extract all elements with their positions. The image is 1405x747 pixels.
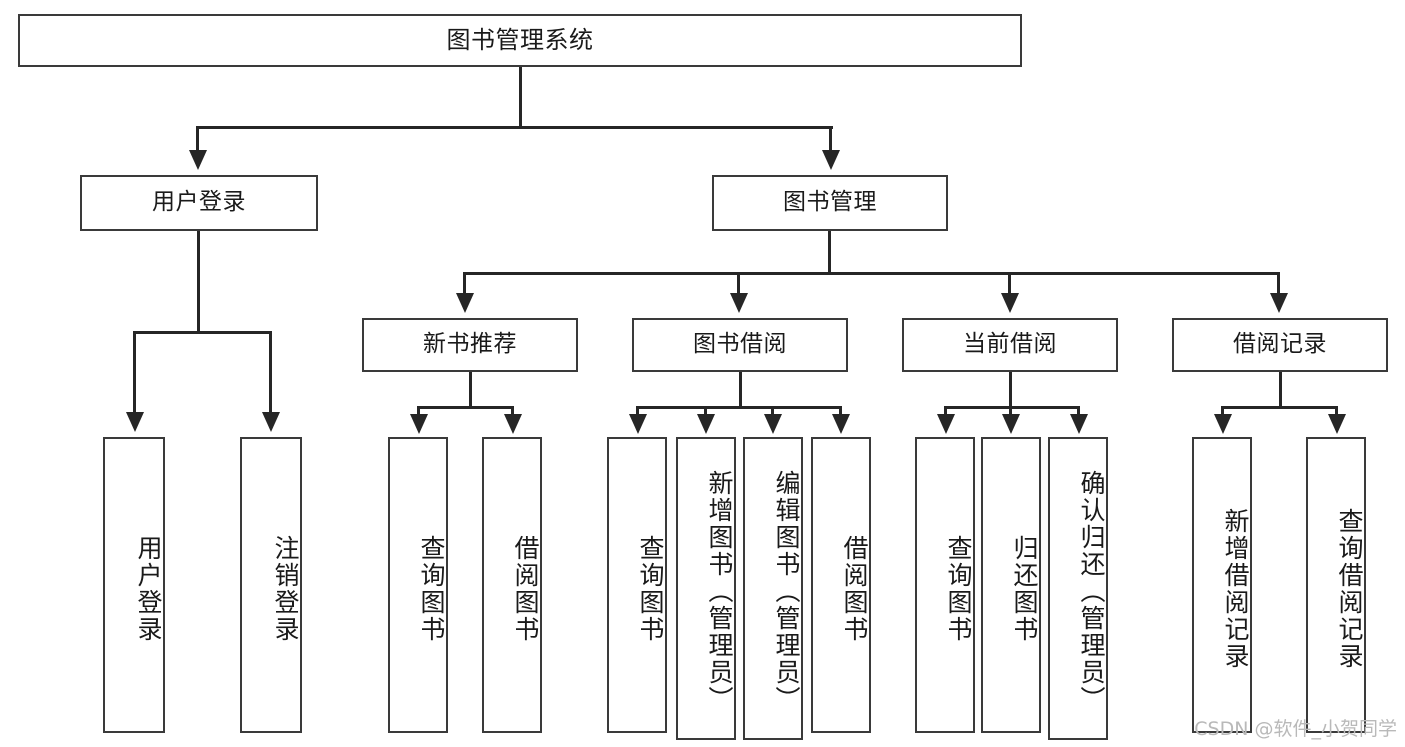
connector-bookborrow-trunk: [739, 372, 742, 408]
leaf-query-borrow-record[interactable]: 查询借阅记录: [1306, 437, 1366, 733]
arrowhead-bookborrow-child-1: [629, 414, 647, 434]
leaf-query-book-recommend[interactable]: 查询图书: [388, 437, 448, 733]
connector-currentborrow-child-2: [1009, 406, 1012, 418]
connector-bookborrow-child-2: [704, 406, 707, 418]
leaf-add-borrow-record[interactable]: 新增借阅记录: [1192, 437, 1252, 733]
arrowhead-borrowrecord-child-1: [1214, 414, 1232, 434]
arrowhead-borrowrecord-child-2: [1328, 414, 1346, 434]
arrowhead-newbook-child-2: [504, 414, 522, 434]
node-new-book-recommend[interactable]: 新书推荐: [362, 318, 578, 372]
node-book-management[interactable]: 图书管理: [712, 175, 948, 231]
arrowhead-user-login-child-1: [126, 412, 144, 432]
leaf-label: 新增图书（管理员）: [705, 470, 734, 713]
leaf-query-book-borrow[interactable]: 查询图书: [607, 437, 667, 733]
connector-currentborrow-trunk: [1009, 372, 1012, 408]
connector-bookborrow-child-3: [771, 406, 774, 418]
connector-currentborrow-child-3: [1077, 406, 1080, 418]
arrowhead-book-mgmt-child-4: [1270, 293, 1288, 313]
leaf-label: 归还图书: [1010, 535, 1039, 643]
leaf-add-book-admin[interactable]: 新增图书（管理员）: [676, 437, 736, 740]
connector-borrowrecord-trunk: [1279, 372, 1282, 408]
leaf-borrow-book-recommend[interactable]: 借阅图书: [482, 437, 542, 733]
connector-root-to-user-login: [196, 126, 199, 154]
arrowhead-currentborrow-child-2: [1002, 414, 1020, 434]
arrowhead-bookborrow-child-3: [764, 414, 782, 434]
connector-book-mgmt-bar: [463, 272, 1280, 275]
connector-root-to-book-mgmt: [829, 126, 832, 154]
connector-user-login-child-1: [133, 331, 136, 415]
leaf-borrow-book[interactable]: 借阅图书: [811, 437, 871, 733]
connector-root-trunk: [519, 67, 522, 128]
connector-bookborrow-child-1: [636, 406, 639, 418]
node-root-system[interactable]: 图书管理系统: [18, 14, 1022, 67]
leaf-label: 查询图书: [636, 535, 665, 643]
leaf-query-book-current[interactable]: 查询图书: [915, 437, 975, 733]
connector-user-login-trunk: [197, 231, 200, 333]
connector-currentborrow-child-1: [944, 406, 947, 418]
arrowhead-currentborrow-child-3: [1070, 414, 1088, 434]
connector-borrowrecord-bar: [1221, 406, 1338, 409]
connector-book-mgmt-child-1: [463, 272, 466, 296]
leaf-edit-book-admin[interactable]: 编辑图书（管理员）: [743, 437, 803, 740]
connector-newbook-child-2: [511, 406, 514, 418]
arrowhead-currentborrow-child-1: [937, 414, 955, 434]
leaf-label: 用户登录: [134, 535, 163, 643]
leaf-confirm-return-admin[interactable]: 确认归还（管理员）: [1048, 437, 1108, 740]
node-current-borrow[interactable]: 当前借阅: [902, 318, 1118, 372]
arrowhead-user-login-child-2: [262, 412, 280, 432]
connector-book-mgmt-child-4: [1277, 272, 1280, 296]
leaf-label: 借阅图书: [840, 535, 869, 643]
watermark-text: CSDN @软件_小贺同学: [1194, 718, 1397, 740]
arrowhead-to-book-mgmt: [822, 150, 840, 170]
leaf-user-login[interactable]: 用户登录: [103, 437, 165, 733]
leaf-return-book[interactable]: 归还图书: [981, 437, 1041, 733]
connector-user-login-bar: [133, 331, 272, 334]
node-user-login[interactable]: 用户登录: [80, 175, 318, 231]
connector-root-bar: [196, 126, 833, 129]
node-borrow-record[interactable]: 借阅记录: [1172, 318, 1388, 372]
connector-borrowrecord-child-2: [1335, 406, 1338, 418]
leaf-label: 查询图书: [417, 535, 446, 643]
connector-currentborrow-bar: [944, 406, 1080, 409]
arrowhead-bookborrow-child-2: [697, 414, 715, 434]
leaf-label: 注销登录: [271, 535, 300, 643]
connector-newbook-trunk: [469, 372, 472, 408]
connector-book-mgmt-trunk: [828, 231, 831, 274]
connector-bookborrow-bar: [636, 406, 842, 409]
leaf-logout-login[interactable]: 注销登录: [240, 437, 302, 733]
connector-book-mgmt-child-3: [1008, 272, 1011, 296]
arrowhead-book-mgmt-child-1: [456, 293, 474, 313]
connector-bookborrow-child-4: [839, 406, 842, 418]
leaf-label: 查询图书: [944, 535, 973, 643]
leaf-label: 查询借阅记录: [1335, 508, 1364, 670]
arrowhead-bookborrow-child-4: [832, 414, 850, 434]
arrowhead-book-mgmt-child-2: [730, 293, 748, 313]
node-book-borrow[interactable]: 图书借阅: [632, 318, 848, 372]
leaf-label: 编辑图书（管理员）: [772, 470, 801, 713]
connector-book-mgmt-child-2: [737, 272, 740, 296]
connector-borrowrecord-child-1: [1221, 406, 1224, 418]
connector-newbook-child-1: [417, 406, 420, 418]
connector-user-login-child-2: [269, 331, 272, 415]
leaf-label: 新增借阅记录: [1221, 508, 1250, 670]
arrowhead-newbook-child-1: [410, 414, 428, 434]
leaf-label: 借阅图书: [511, 535, 540, 643]
connector-newbook-bar: [417, 406, 514, 409]
leaf-label: 确认归还（管理员）: [1077, 470, 1106, 713]
arrowhead-book-mgmt-child-3: [1001, 293, 1019, 313]
arrowhead-to-user-login: [189, 150, 207, 170]
